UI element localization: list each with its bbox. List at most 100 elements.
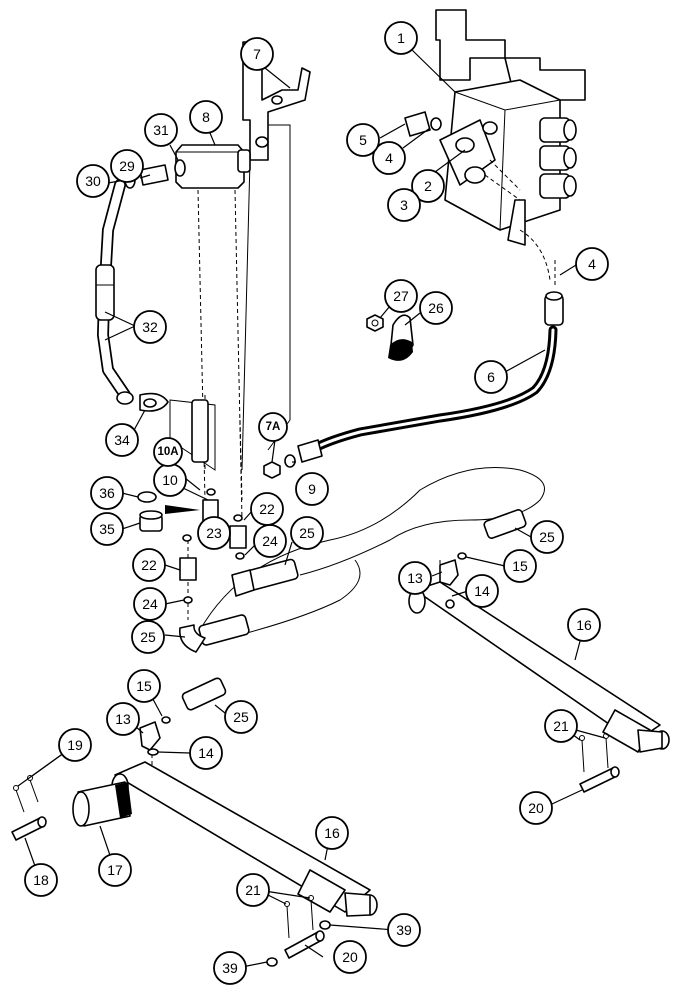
svg-text:27: 27 <box>393 288 409 304</box>
callout-32: 32 <box>133 310 167 344</box>
pin-18 <box>11 816 47 841</box>
callout-26: 26 <box>419 291 453 325</box>
callout-31: 31 <box>144 113 178 147</box>
callout-13-right: 13 <box>398 561 432 595</box>
svg-text:2: 2 <box>424 178 432 194</box>
svg-text:15: 15 <box>512 558 528 574</box>
pin-20-right <box>579 733 620 793</box>
svg-text:25: 25 <box>233 709 249 725</box>
callout-4-valve: 4 <box>372 141 406 175</box>
svg-text:13: 13 <box>407 570 423 586</box>
hose-25-assembly <box>179 467 545 711</box>
svg-text:5: 5 <box>359 132 367 148</box>
svg-text:17: 17 <box>107 862 123 878</box>
callout-4-hose: 4 <box>575 247 609 281</box>
callout-7: 7 <box>240 37 274 71</box>
callout-20-left: 20 <box>333 940 367 974</box>
tee-block <box>169 399 216 471</box>
svg-text:30: 30 <box>85 173 101 189</box>
callout-6: 6 <box>474 360 508 394</box>
control-valve-assembly <box>435 9 586 281</box>
hose-32 <box>95 179 134 405</box>
svg-text:9: 9 <box>308 481 316 497</box>
tee-fitting-8 <box>175 144 251 189</box>
svg-text:20: 20 <box>342 949 358 965</box>
callout-17: 17 <box>98 853 132 887</box>
svg-text:25: 25 <box>299 525 315 541</box>
callout-24-right: 24 <box>253 524 287 558</box>
callout-30: 30 <box>76 164 110 198</box>
svg-text:39: 39 <box>222 960 238 976</box>
svg-text:19: 19 <box>67 737 83 753</box>
callout-13-left: 13 <box>106 702 140 736</box>
callout-9: 9 <box>295 472 329 506</box>
cylinder-16-right <box>408 581 670 753</box>
svg-text:15: 15 <box>136 678 152 694</box>
callout-1: 1 <box>384 21 418 55</box>
svg-text:8: 8 <box>202 109 210 125</box>
svg-text:1: 1 <box>397 30 405 46</box>
callout-2: 2 <box>411 169 445 203</box>
callout-19: 19 <box>58 728 92 762</box>
svg-text:4: 4 <box>385 150 393 166</box>
oring-9 <box>284 454 296 468</box>
hose-6 <box>297 291 564 463</box>
svg-text:23: 23 <box>206 525 222 541</box>
callout-15-left: 15 <box>127 669 161 703</box>
svg-text:22: 22 <box>259 501 275 517</box>
svg-text:25: 25 <box>539 529 555 545</box>
svg-text:14: 14 <box>474 583 490 599</box>
callout-3: 3 <box>387 188 421 222</box>
callout-22-left: 22 <box>132 548 166 582</box>
oring-36 <box>137 491 157 503</box>
fittings-29-30-31 <box>124 159 186 189</box>
callouts: 1 2 3 4 4 5 6 7 7A 8 9 10 10A 13 13 14 1… <box>24 21 609 985</box>
fittings-22-23-24 <box>179 514 247 604</box>
svg-text:31: 31 <box>153 122 169 138</box>
callout-25-left: 25 <box>224 700 258 734</box>
bracket-7 <box>241 41 311 471</box>
svg-text:24: 24 <box>262 533 278 549</box>
svg-text:18: 18 <box>33 872 49 888</box>
svg-text:10: 10 <box>162 472 178 488</box>
svg-text:7A: 7A <box>266 421 281 433</box>
svg-text:10A: 10A <box>157 446 178 458</box>
callout-16-left: 16 <box>315 816 349 850</box>
callout-34: 34 <box>105 423 139 457</box>
svg-text:14: 14 <box>198 745 214 761</box>
svg-text:21: 21 <box>553 718 569 734</box>
callout-25-upper: 25 <box>290 516 324 550</box>
callout-5: 5 <box>346 123 380 157</box>
svg-text:26: 26 <box>428 300 444 316</box>
svg-text:4: 4 <box>588 256 596 272</box>
callout-36: 36 <box>90 476 124 510</box>
callout-22-right: 22 <box>250 492 284 526</box>
svg-text:29: 29 <box>119 158 135 174</box>
svg-text:16: 16 <box>576 617 592 633</box>
callout-39-right: 39 <box>387 913 421 947</box>
callout-15-right: 15 <box>503 549 537 583</box>
svg-text:13: 13 <box>115 711 131 727</box>
callout-29: 29 <box>110 149 144 183</box>
callout-10a: 10A <box>153 437 183 467</box>
elbow-13-left <box>139 716 171 756</box>
nut-27 <box>366 314 384 332</box>
svg-text:22: 22 <box>141 557 157 573</box>
svg-text:35: 35 <box>99 521 115 537</box>
svg-text:6: 6 <box>487 369 495 385</box>
svg-text:20: 20 <box>528 800 544 816</box>
fitting-5 <box>404 111 442 137</box>
callout-14-left: 14 <box>189 736 223 770</box>
callout-18: 18 <box>24 863 58 897</box>
callout-25-right: 25 <box>530 520 564 554</box>
callout-23: 23 <box>197 516 231 550</box>
callout-14-right: 14 <box>465 574 499 608</box>
callout-39-left: 39 <box>213 951 247 985</box>
svg-text:39: 39 <box>396 922 412 938</box>
svg-text:3: 3 <box>400 197 408 213</box>
svg-text:24: 24 <box>142 596 158 612</box>
cotter-pins-19 <box>13 775 39 813</box>
callout-16-right: 16 <box>567 608 601 642</box>
nut-7a <box>263 461 281 479</box>
